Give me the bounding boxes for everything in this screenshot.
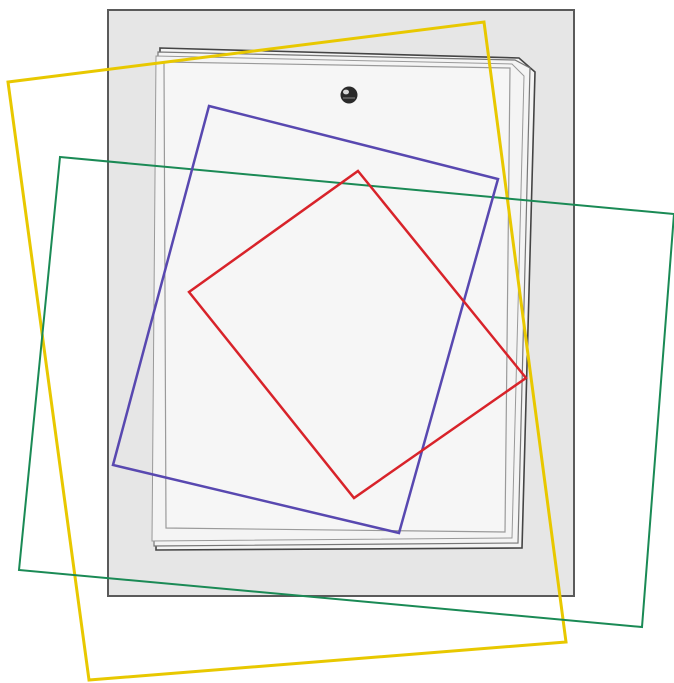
pushpin-icon: [341, 87, 358, 104]
paper-stack: [152, 48, 535, 550]
paper-sheet-front: [164, 62, 510, 532]
